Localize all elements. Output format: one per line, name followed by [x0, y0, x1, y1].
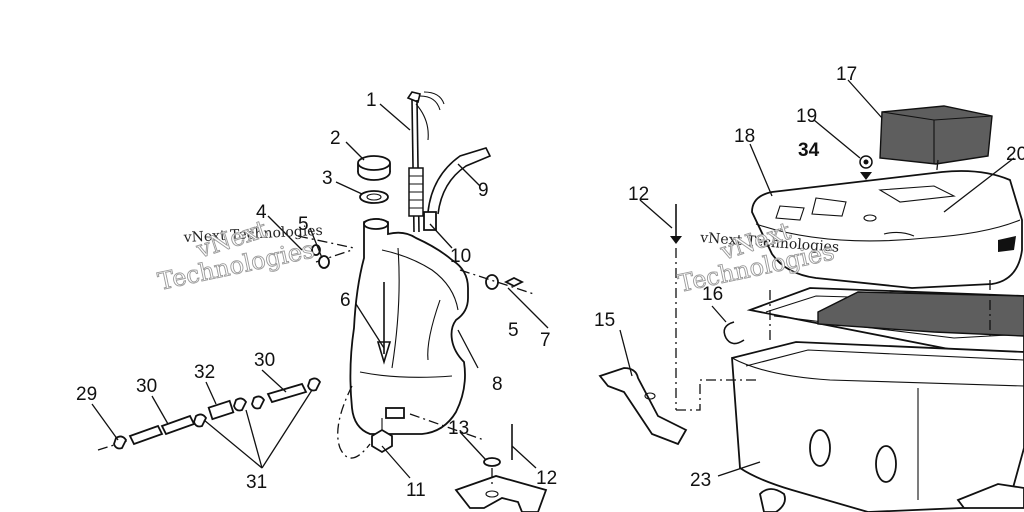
clip	[723, 321, 745, 345]
callout-4: 4	[256, 202, 267, 223]
callout-19: 19	[796, 106, 817, 127]
callout-3: 3	[322, 168, 333, 189]
air-box-lid	[751, 170, 1023, 289]
filter-foam	[817, 291, 1024, 337]
air-box-assembly	[598, 105, 1024, 512]
vent-hose	[427, 147, 492, 215]
callout-17: 17	[836, 64, 857, 85]
watermark-small-left: vNext Technologies	[182, 223, 323, 246]
callout-31: 31	[246, 472, 267, 493]
outlet-fitting	[337, 385, 393, 459]
callout-8: 8	[492, 374, 503, 395]
callout-7: 7	[540, 330, 551, 351]
oil-tank	[349, 218, 469, 435]
callout-12-upper: 12	[628, 184, 649, 205]
callout-5-right: 5	[508, 320, 519, 341]
leader-lines	[91, 79, 1015, 479]
callout-15: 15	[594, 310, 615, 331]
air-box-base	[731, 341, 1024, 512]
callout-30-left: 30	[136, 376, 157, 397]
mounting-bracket	[598, 367, 688, 446]
callout-1: 1	[366, 90, 377, 111]
tank-bracket	[409, 413, 548, 512]
bolt	[670, 204, 760, 411]
callout-34: 34	[798, 140, 820, 161]
callout-30-right: 30	[254, 350, 275, 371]
callout-18: 18	[734, 126, 755, 147]
callout-5-left: 5	[298, 214, 309, 235]
callout-9: 9	[478, 180, 489, 201]
oil-line	[97, 377, 322, 451]
tank-mount-right	[459, 269, 535, 295]
filler-cap	[357, 155, 391, 181]
callout-13: 13	[448, 418, 469, 439]
dipstick	[406, 91, 445, 233]
oil-tank-assembly	[97, 91, 548, 512]
callout-12-lower: 12	[536, 468, 557, 489]
callout-16: 16	[702, 284, 723, 305]
callouts: 1 2 3 4 5 6 5 7 8 9 10 11 12 13 29 30 32…	[76, 64, 1024, 501]
foam-block	[879, 105, 993, 165]
cap-gasket	[359, 190, 389, 204]
vent-fitting	[423, 211, 437, 231]
callout-6: 6	[340, 290, 351, 311]
callout-20: 20	[1006, 144, 1024, 165]
callout-2: 2	[330, 128, 341, 149]
callout-23: 23	[690, 470, 711, 491]
callout-11: 11	[406, 480, 426, 501]
tank-mount-left	[297, 235, 355, 269]
callout-29: 29	[76, 384, 97, 405]
callout-32: 32	[194, 362, 215, 383]
callout-10: 10	[450, 246, 471, 267]
